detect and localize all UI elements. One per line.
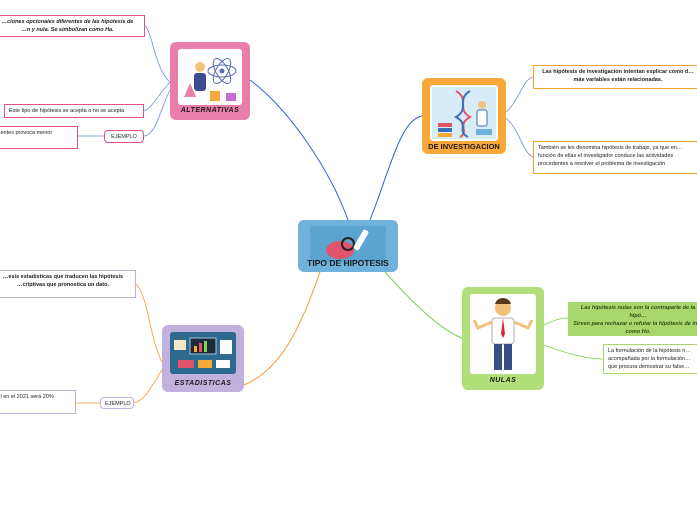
investigacion-title: DE INVESTIGACION — [428, 142, 500, 151]
investigacion-definition-note[interactable]: Las hipótesis de investigación intentan … — [533, 65, 697, 89]
brain-magnifier-icon — [310, 226, 386, 262]
nulas-title: NULAS — [489, 377, 517, 384]
branch-nulas[interactable]: NULAS — [462, 287, 544, 390]
shrugging-man-icon — [470, 294, 536, 374]
branch-investigacion[interactable]: DE INVESTIGACION — [422, 78, 506, 154]
dna-research-icon — [430, 85, 498, 141]
branch-estadisticas[interactable]: ESTADISTICAS — [162, 325, 244, 392]
alternativas-definition-note[interactable]: …ciones opcionales diferentes de las hip… — [0, 15, 145, 37]
alternativas-example-note[interactable]: …entes provoca menor — [0, 126, 78, 149]
estadisticas-example-note[interactable]: …l en el 2021 será 20% — [0, 390, 76, 414]
statistics-desk-icon — [170, 332, 236, 374]
estadisticas-title: ESTADISTICAS — [174, 380, 232, 387]
alternativas-title: ALTERNATIVAS — [180, 107, 240, 114]
alternativas-example-tag[interactable]: EJEMPLO — [104, 130, 144, 143]
estadisticas-example-tag[interactable]: EJEMPLO — [100, 397, 134, 409]
nulas-definition-note[interactable]: Las hipótesis nulas son la contraparte d… — [568, 302, 697, 336]
estadisticas-definition-note[interactable]: …esis estadísticas que traducen las hipó… — [0, 270, 136, 298]
branch-alternativas[interactable]: ALTERNATIVAS — [170, 42, 250, 120]
alternativas-acceptance-note[interactable]: Este tipo de hipótesis se acepta o no se… — [4, 104, 144, 118]
investigacion-work-note[interactable]: También se les denomina hipótesis de tra… — [533, 141, 697, 174]
nulas-formulation-note[interactable]: La formulación de la hipótesis n… acompa… — [603, 344, 697, 374]
science-lab-icon — [178, 49, 242, 105]
center-node[interactable]: TIPO DE HIPOTESIS — [298, 220, 398, 272]
center-title: TIPO DE HIPOTESIS — [307, 258, 389, 268]
